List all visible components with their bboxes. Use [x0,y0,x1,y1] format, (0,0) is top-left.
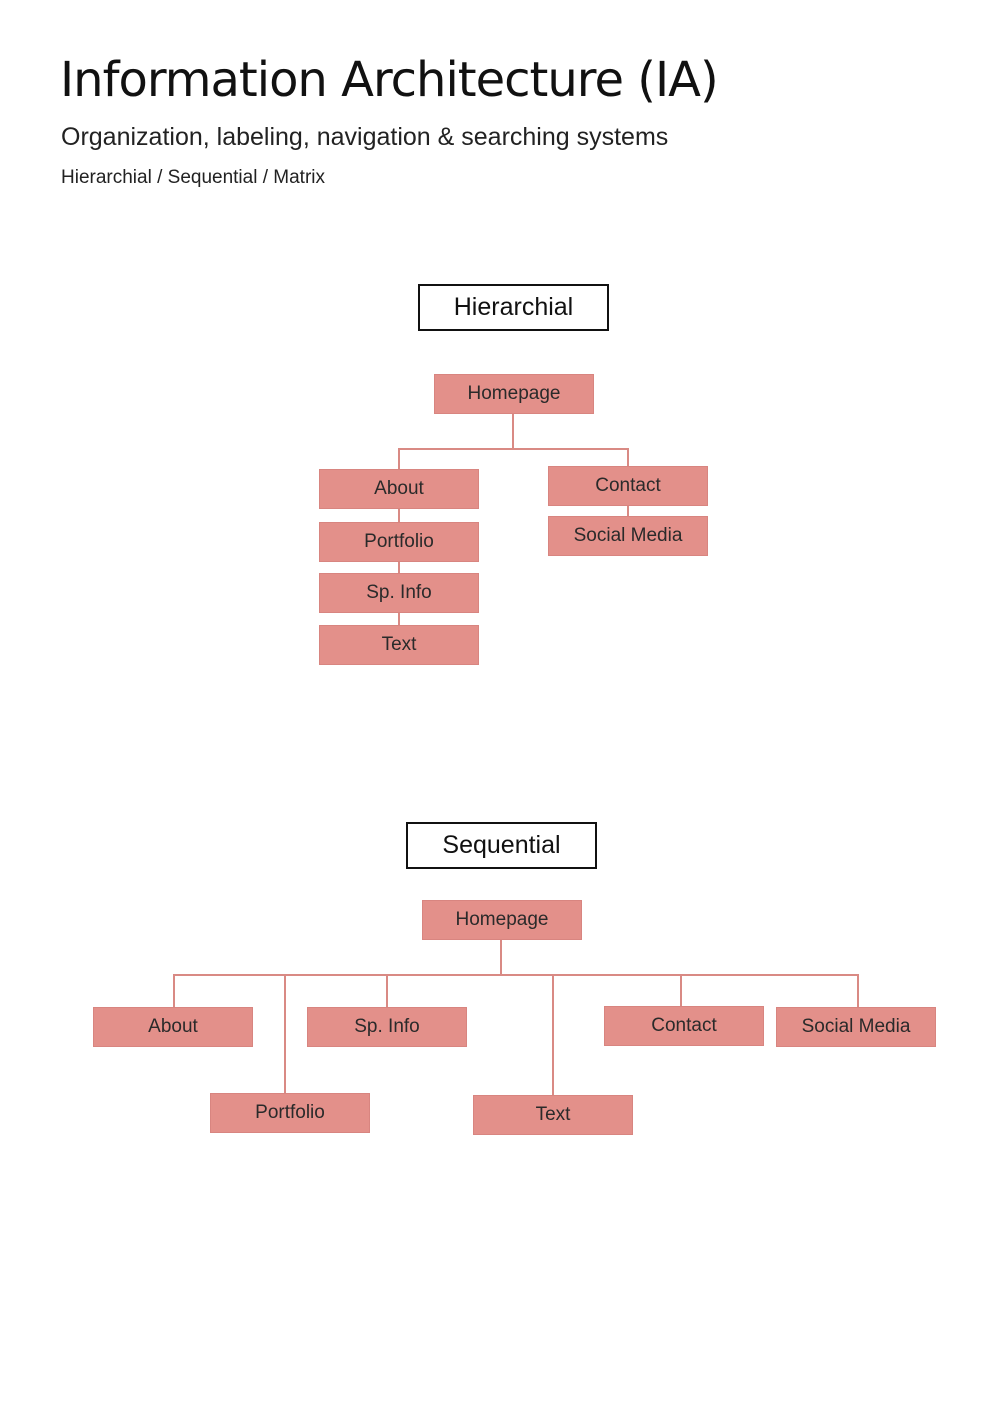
connector-line [284,974,286,1094]
sequential-node-homepage: Homepage [422,900,582,940]
ia-types-tagline: Hierarchial / Sequential / Matrix [61,167,325,188]
sequential-section-label: Sequential [406,822,597,869]
connector-line [173,974,859,976]
sequential-node-social-media: Social Media [776,1007,936,1047]
connector-line [500,940,502,976]
connector-line [680,974,682,1007]
sequential-node-portfolio: Portfolio [210,1093,370,1133]
sequential-node-text: Text [473,1095,633,1135]
hierarchical-node-sp-info: Sp. Info [319,573,479,613]
connector-line [386,974,388,1008]
hierarchical-node-portfolio: Portfolio [319,522,479,562]
connector-line [552,974,554,1096]
sequential-node-contact: Contact [604,1006,764,1046]
hierarchical-node-social-media: Social Media [548,516,708,556]
hierarchical-node-text: Text [319,625,479,665]
hierarchical-section-label: Hierarchial [418,284,609,331]
connector-line [173,974,175,1008]
page-subtitle: Organization, labeling, navigation & sea… [61,123,669,151]
connector-line [857,974,859,1008]
page-title: Information Architecture (IA) [60,52,719,108]
hierarchical-node-homepage: Homepage [434,374,594,414]
sequential-node-sp-info: Sp. Info [307,1007,467,1047]
hierarchical-node-about: About [319,469,479,509]
connector-line [512,413,514,449]
sequential-node-about: About [93,1007,253,1047]
hierarchical-node-contact: Contact [548,466,708,506]
connector-line [398,448,629,450]
